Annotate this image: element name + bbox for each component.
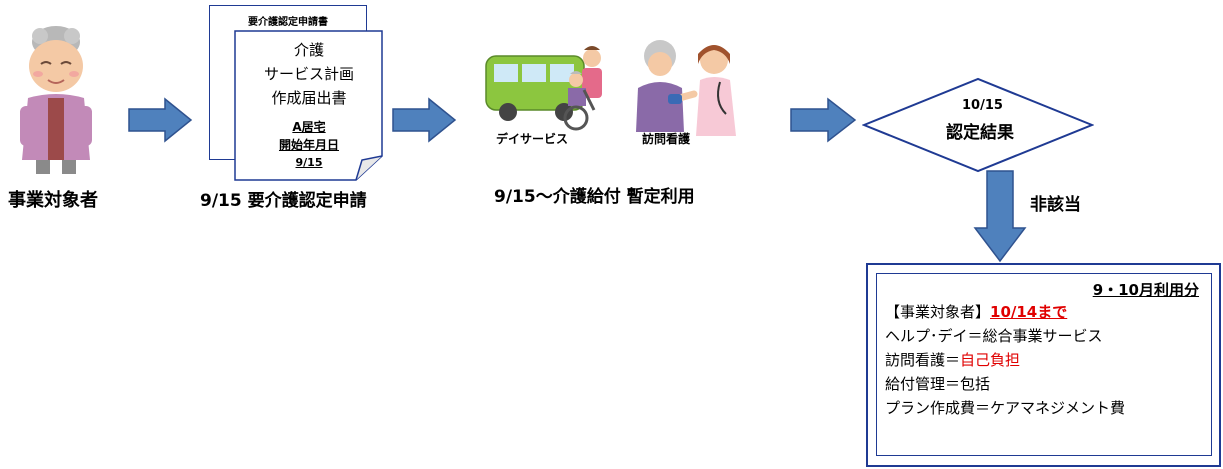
down-arrow — [973, 170, 1027, 263]
care-plan-line-2: サービス計画 — [263, 65, 354, 83]
provider-name: A居宅 — [292, 120, 326, 134]
person-caption: 事業対象者 — [8, 190, 98, 211]
decision-label: 認定結果 — [946, 123, 1014, 143]
result-line-4: 給付管理＝包括 — [885, 375, 991, 393]
valid-until-date: 10/14まで — [990, 303, 1068, 321]
self-pay-highlight: 自己負担 — [960, 351, 1021, 369]
elderly-person-illustration — [20, 26, 92, 174]
care-plan-notification-form — [234, 30, 383, 181]
visit-nursing-prefix: 訪問看護＝ — [885, 351, 961, 369]
result-line-1: 【事業対象者】10/14まで — [885, 300, 1211, 324]
visit-nursing-label: 訪問看護 — [642, 132, 691, 146]
decision-diamond — [862, 77, 1094, 173]
care-plan-text: 介護 サービス計画 作成届出書 — [236, 38, 382, 110]
result-box: 9・10月利用分 【事業対象者】10/14まで ヘルプ･デイ＝総合事業サービス … — [876, 273, 1212, 456]
care-plan-subtext: A居宅 開始年月日 9/15 — [236, 118, 382, 172]
care-plan-line-3: 作成届出書 — [271, 89, 347, 107]
result-arrow-label: 非該当 — [1030, 195, 1081, 215]
start-date-label: 開始年月日 — [278, 138, 339, 152]
start-date-value: 9/15 — [295, 156, 323, 169]
right-arrow-3 — [790, 97, 857, 143]
services-caption: 9/15〜介護給付 暫定利用 — [494, 187, 695, 207]
decision-date: 10/15 — [962, 98, 1003, 113]
application-caption: 9/15 要介護認定申請 — [200, 191, 367, 211]
result-line-2: ヘルプ･デイ＝総合事業サービス — [885, 327, 1103, 345]
day-service-illustration — [485, 46, 602, 131]
day-service-label: デイサービス — [496, 132, 569, 146]
right-arrow-1 — [128, 97, 193, 143]
care-application-title: 要介護認定申請書 — [248, 17, 328, 28]
result-header: 9・10月利用分 — [1092, 281, 1199, 299]
result-line-3: 訪問看護＝自己負担 — [885, 348, 1211, 372]
right-arrow-2 — [392, 97, 457, 143]
target-person-prefix: 【事業対象者】 — [885, 303, 991, 321]
care-plan-line-1: 介護 — [293, 41, 324, 59]
result-line-5: プラン作成費＝ケアマネジメント費 — [885, 399, 1126, 417]
visit-nursing-illustration — [636, 40, 736, 136]
